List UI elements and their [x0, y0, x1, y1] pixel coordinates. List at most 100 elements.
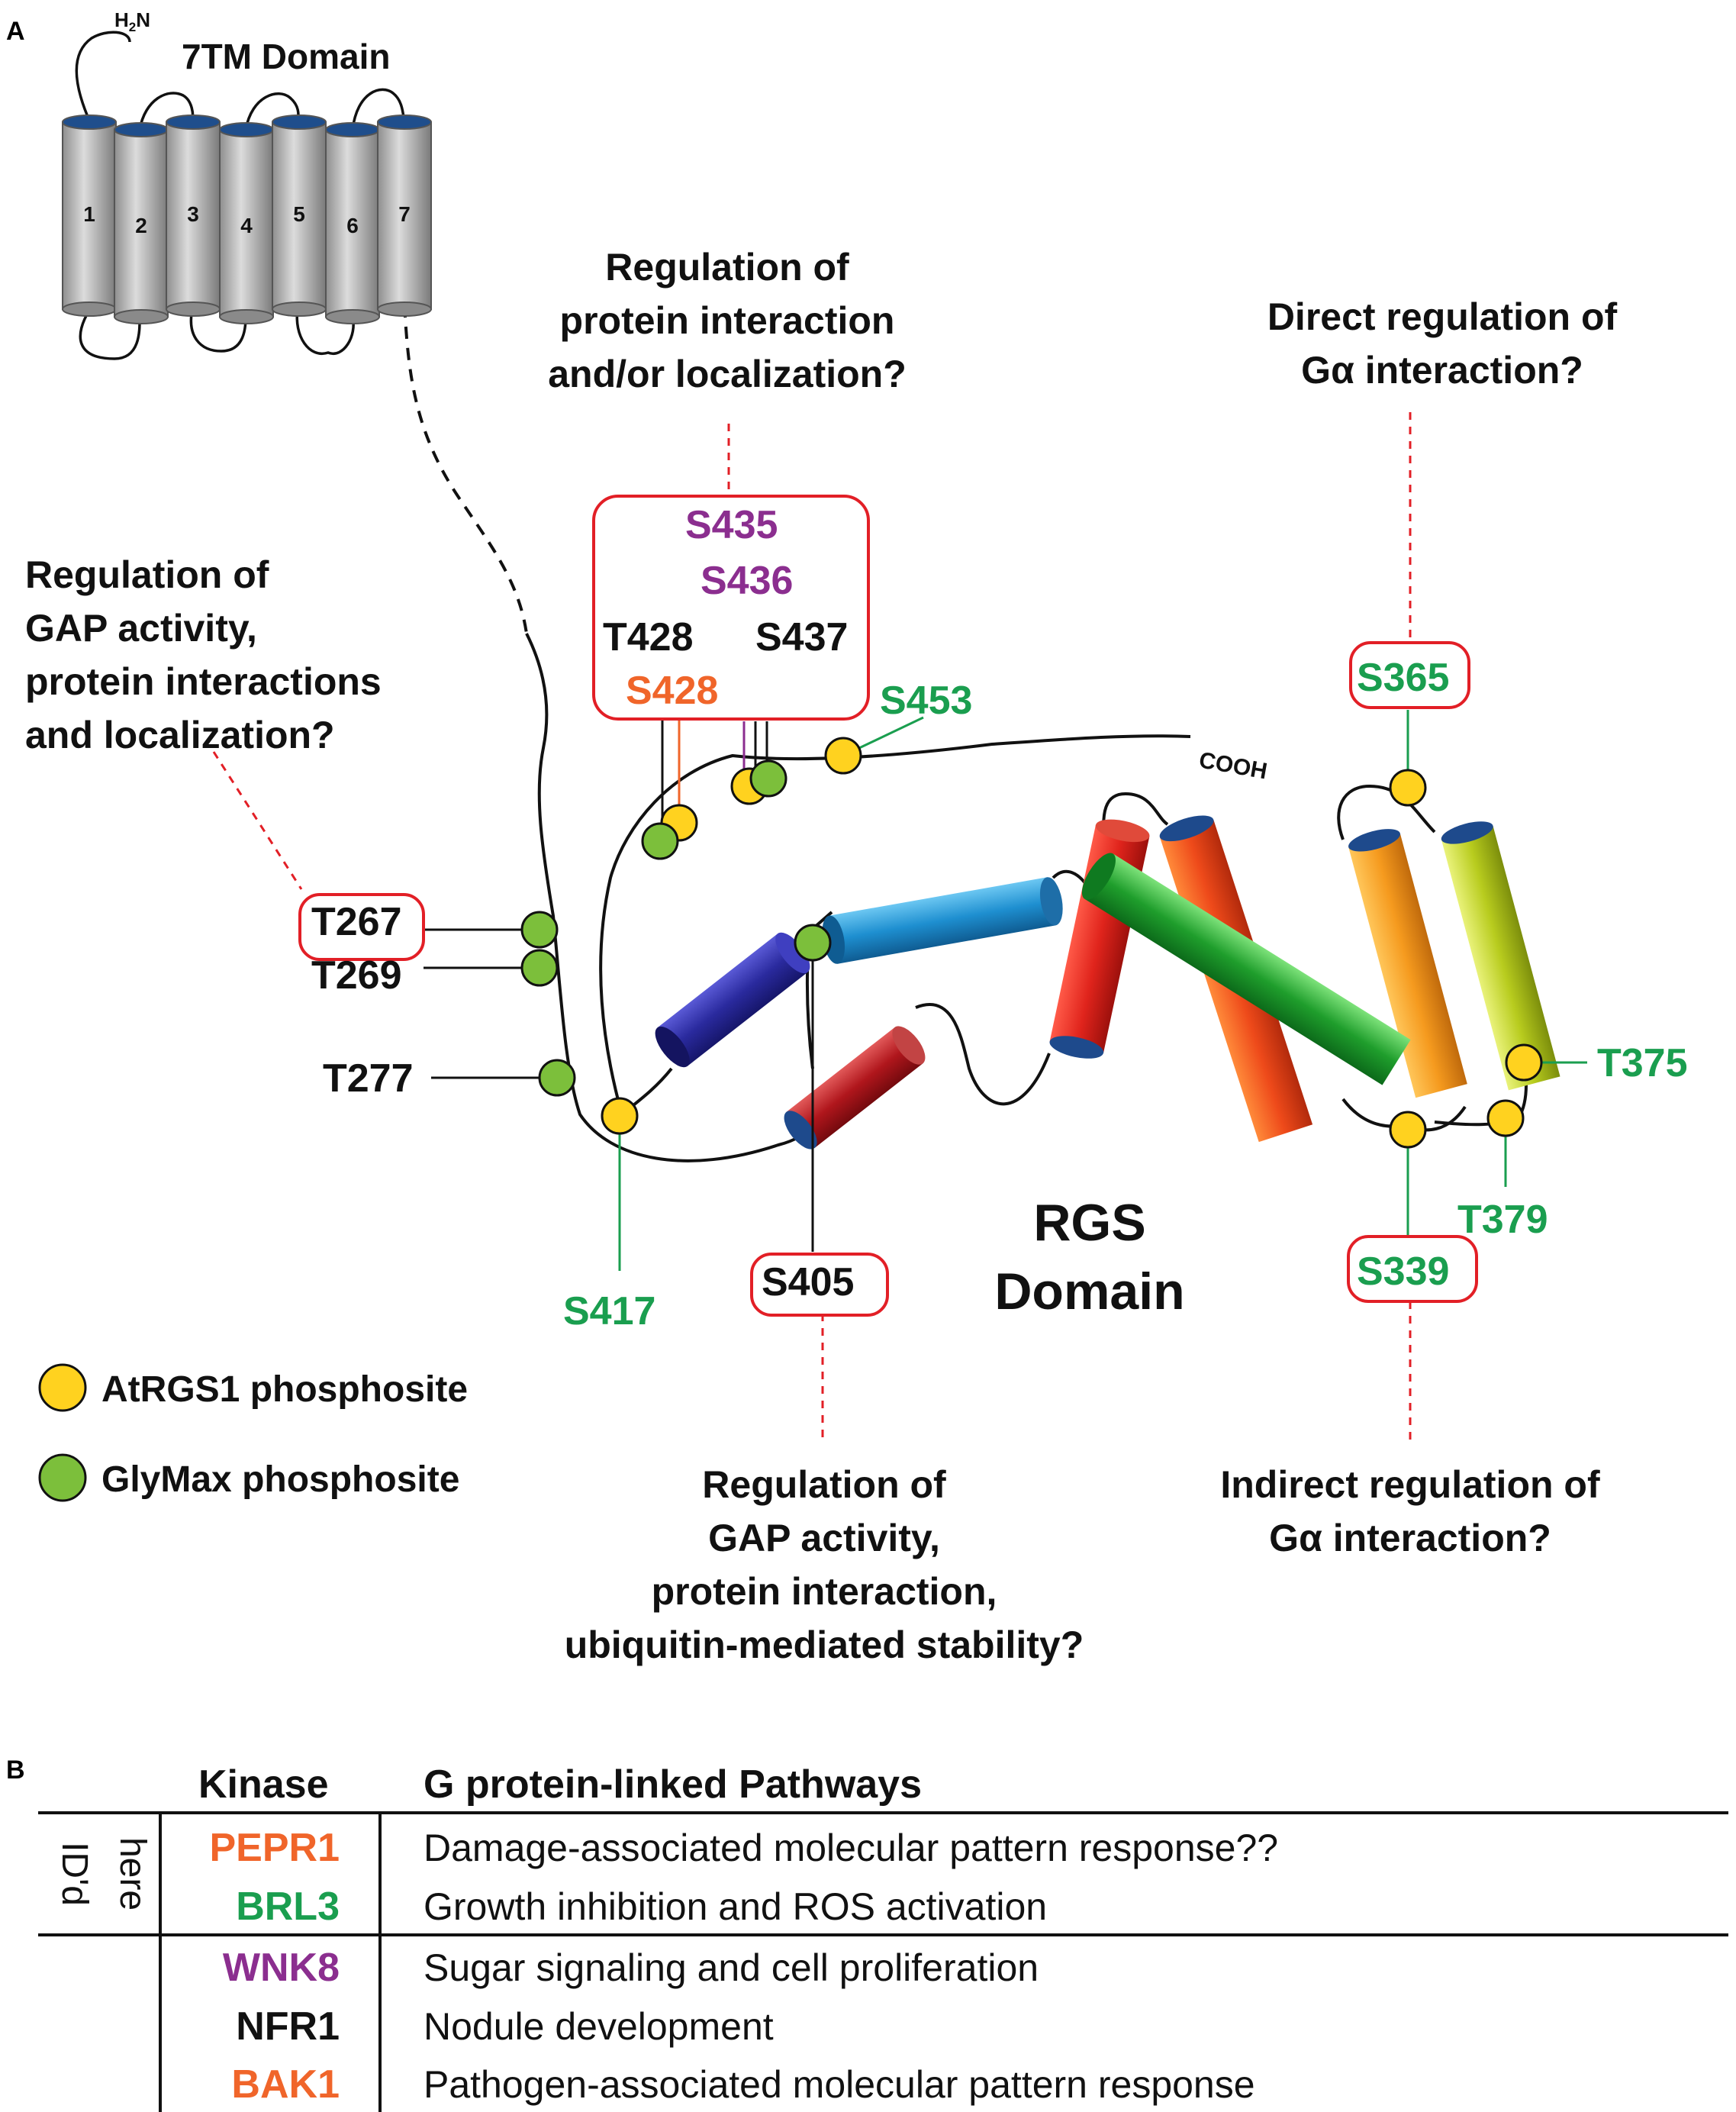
site-T375: T375 [1597, 1041, 1688, 1085]
site-T277-circle [538, 1059, 576, 1097]
site-T267-circle [520, 911, 559, 949]
helix-blue [822, 877, 1063, 964]
site-T379-circle [1486, 1099, 1525, 1137]
helix-darkred [784, 1026, 926, 1150]
side-label-here: here [112, 1837, 153, 1910]
tm-helix-4 [219, 122, 274, 324]
side-label-idd: ID'd [54, 1842, 95, 1906]
tm-helix-3 [166, 114, 221, 317]
site-S405-circle [794, 924, 832, 962]
tm-helix-7 [377, 114, 432, 317]
panel-b-letter: B [6, 1756, 25, 1785]
site-labels: S435 S436 T428 S437 S428 S453 S365 T267 … [311, 503, 1688, 1333]
box-T267 [298, 893, 425, 961]
tm-helix-2 [114, 122, 169, 324]
site-S428: S428 [626, 669, 718, 713]
site-S365: S365 [1357, 656, 1449, 700]
helix-red [1049, 819, 1150, 1059]
kinase-row-2: BRL3 [236, 1885, 340, 1929]
tm-num-4: 4 [240, 214, 253, 237]
tm-helix-6 [325, 122, 380, 324]
cooh-label: COOH [1197, 747, 1269, 784]
kinase-row-1: PEPR1 [209, 1826, 340, 1870]
annot-left-2: GAP activity, [25, 607, 257, 650]
annot-bottom-center-3: protein interaction, [652, 1570, 997, 1613]
helix-navy [655, 932, 810, 1068]
pathway-row-5: Pathogen-associated molecular pattern re… [424, 2063, 1255, 2106]
site-T269-circle [520, 949, 559, 987]
legend: AtRGS1 phosphosite GlyMax phosphosite [38, 1363, 468, 1502]
tm-num-5: 5 [293, 202, 305, 226]
annot-bottom-right-1: Indirect regulation of [1220, 1463, 1600, 1506]
helix-green [1081, 853, 1411, 1085]
site-S453-circle [824, 737, 862, 775]
kinase-table: Kinase G protein-linked Pathways ID'd he… [38, 1762, 1728, 2112]
panel-a-letter: A [6, 17, 25, 46]
annotations: Regulation of protein interaction and/or… [25, 246, 1618, 1666]
site-T277: T277 [323, 1056, 414, 1101]
annot-top-center-2: protein interaction [560, 299, 895, 342]
annot-left-1: Regulation of [25, 553, 269, 596]
site-S339-circle [1389, 1111, 1427, 1149]
site-S365-circle [1389, 769, 1427, 807]
tm-num-2: 2 [135, 214, 147, 237]
pathway-row-3: Sugar signaling and cell proliferation [424, 1946, 1039, 1989]
pathway-row-2: Growth inhibition and ROS activation [424, 1885, 1047, 1928]
pathway-row-1: Damage-associated molecular pattern resp… [424, 1827, 1278, 1869]
annot-top-center-3: and/or localization? [548, 353, 906, 395]
site-S339: S339 [1357, 1249, 1449, 1294]
box-top-cluster [592, 495, 870, 721]
tm-num-3: 3 [187, 202, 199, 226]
annot-bottom-center-2: GAP activity, [708, 1517, 940, 1559]
tm-num-6: 6 [346, 214, 359, 237]
kinase-row-5: BAK1 [231, 2062, 340, 2107]
tm-loops [75, 31, 406, 360]
tm-helix-numbers: 1 2 3 4 5 6 7 [83, 202, 411, 237]
annot-top-right-1: Direct regulation of [1267, 295, 1618, 338]
site-T269: T269 [311, 953, 402, 998]
site-boxes [298, 495, 1478, 1317]
table-header-pathways: G protein-linked Pathways [424, 1762, 922, 1807]
kinase-column: PEPR1 BRL3 WNK8 NFR1 BAK1 [209, 1826, 340, 2107]
legend-yellow-dot [38, 1363, 87, 1412]
tm-helix-5 [272, 114, 327, 317]
annotation-pointers [212, 412, 1412, 1443]
box-S365 [1349, 641, 1470, 709]
phosphosites [520, 737, 1543, 1149]
annot-bottom-right-2: Gα interaction? [1269, 1517, 1551, 1559]
site-T267: T267 [311, 900, 402, 944]
annot-top-right-2: Gα interaction? [1301, 349, 1583, 392]
annot-bottom-center-4: ubiquitin-mediated stability? [565, 1623, 1084, 1666]
table-header-kinase: Kinase [198, 1762, 329, 1807]
legend-green-label: GlyMax phosphosite [101, 1459, 459, 1500]
site-T375-circle [1505, 1043, 1543, 1082]
site-S436: S436 [701, 559, 793, 603]
site-T428-circle [641, 822, 679, 860]
rgs-title-line2: Domain [994, 1262, 1184, 1320]
n-terminus-label: H2N [114, 8, 150, 34]
tm-num-1: 1 [83, 202, 95, 226]
annot-bottom-center-1: Regulation of [702, 1463, 946, 1506]
pathway-column: Damage-associated molecular pattern resp… [424, 1827, 1278, 2106]
annot-top-center-1: Regulation of [605, 246, 849, 289]
tm-linker-dashed [403, 305, 528, 634]
kinase-row-4: NFR1 [236, 2004, 340, 2049]
site-T379: T379 [1457, 1198, 1548, 1242]
legend-yellow-label: AtRGS1 phosphosite [101, 1369, 468, 1410]
tm-helices [62, 114, 432, 324]
site-S437-circle [749, 759, 787, 798]
rgs-helices [655, 815, 1560, 1150]
helix-yellowgreen [1441, 821, 1560, 1091]
site-S437: S437 [755, 615, 848, 659]
site-S417: S417 [563, 1289, 655, 1333]
site-S435: S435 [685, 503, 778, 547]
site-S417-circle [601, 1097, 639, 1135]
pathway-row-4: Nodule development [424, 2005, 774, 2048]
rgs-title-line1: RGS [1033, 1194, 1145, 1252]
tm-helix-1 [62, 114, 117, 317]
annot-left-4: and localization? [25, 714, 335, 756]
site-S453: S453 [880, 679, 972, 723]
box-S405 [750, 1253, 889, 1317]
kinase-row-3: WNK8 [223, 1946, 340, 1990]
site-T428: T428 [603, 615, 694, 659]
